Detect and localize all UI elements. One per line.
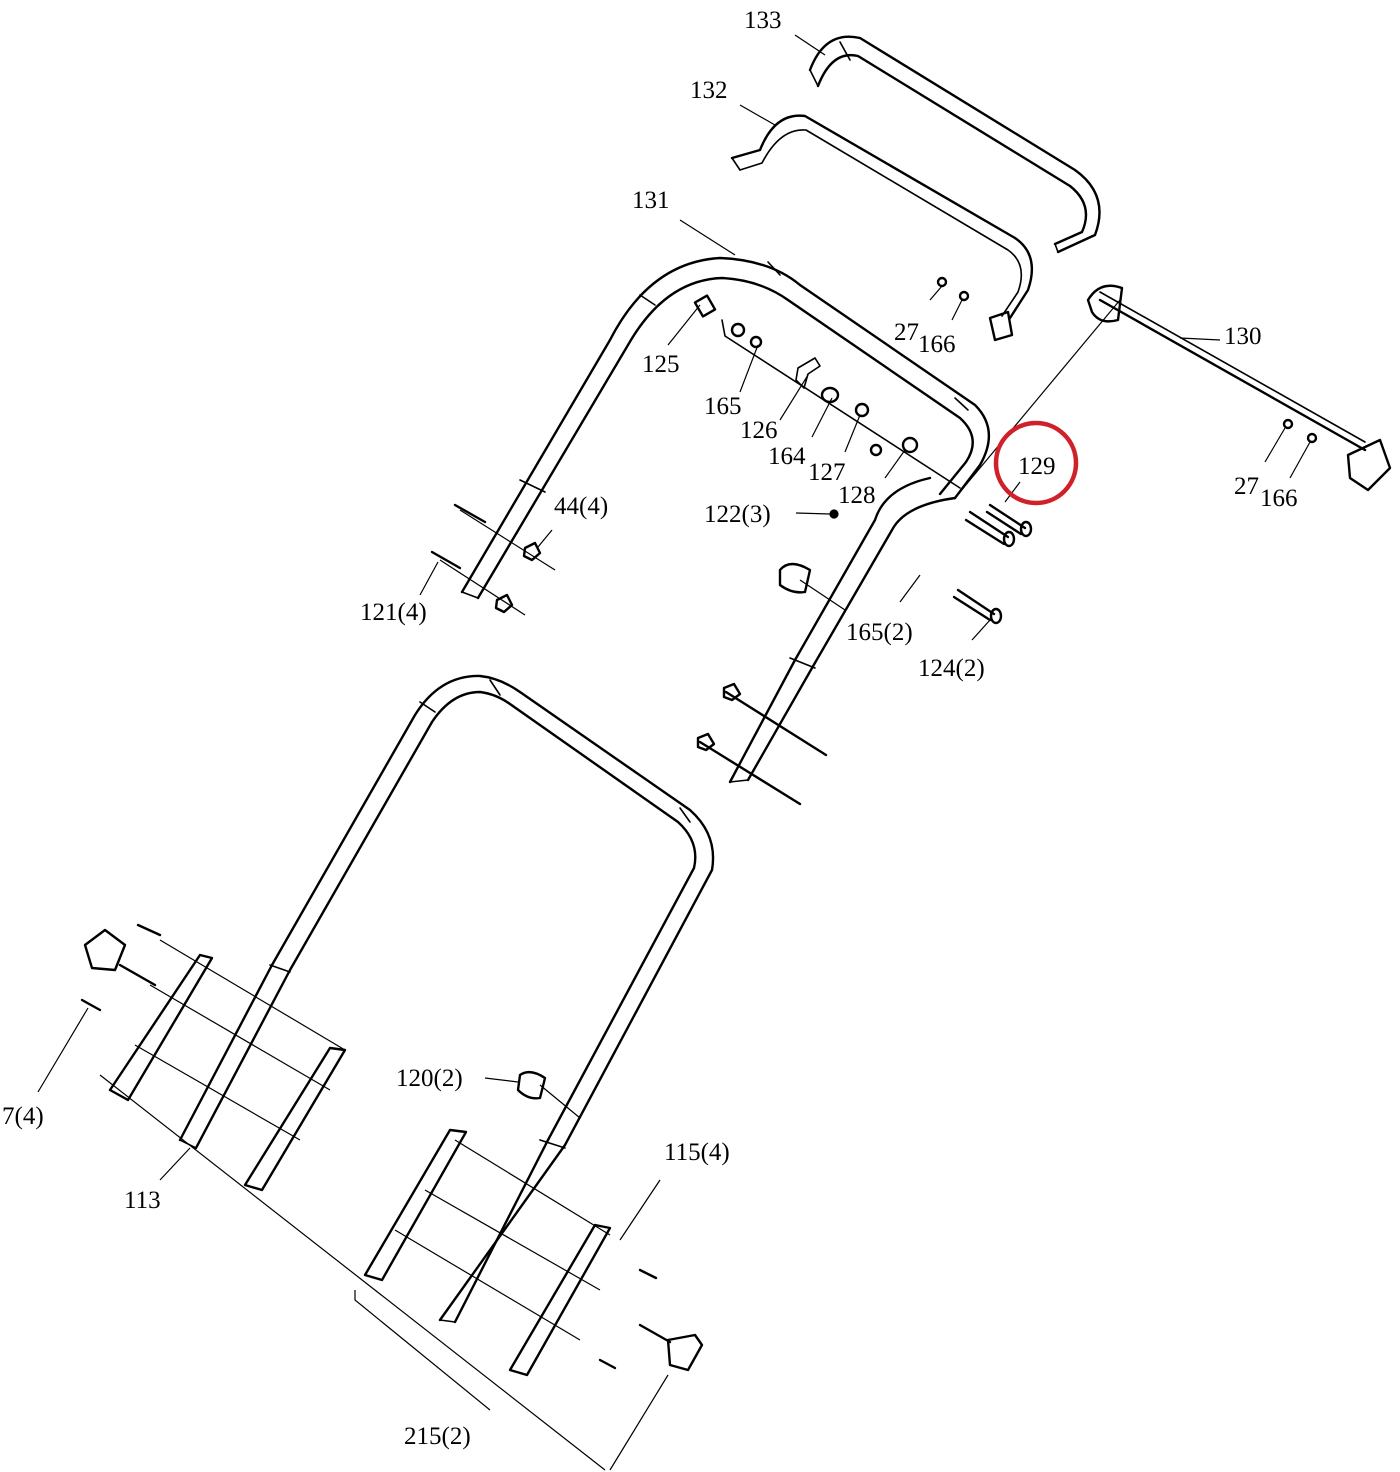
label-132: 132 [690, 77, 728, 104]
label-129: 129 [1018, 453, 1056, 480]
label-130: 130 [1224, 323, 1262, 350]
label-128: 128 [838, 482, 876, 509]
label-120: 120(2) [396, 1065, 463, 1092]
label-115: 115(4) [664, 1139, 730, 1166]
label-165: 165 [704, 393, 742, 420]
part-131-upper-handle [460, 256, 991, 784]
part-113-lower-handle [178, 674, 715, 1324]
adjust-knobs [80, 923, 704, 1372]
part-132-bail-bar [730, 114, 1033, 342]
upper-hardware [693, 294, 961, 519]
label-7: 7(4) [2, 1103, 44, 1130]
part-120-clips [516, 562, 812, 1100]
assembly-lines [99, 299, 1121, 1471]
part-124-bolts [952, 588, 1003, 625]
label-44: 44(4) [554, 493, 608, 520]
label-164: 164 [768, 443, 806, 470]
label-166-upper: 166 [918, 331, 956, 358]
highlight-circle-129 [993, 420, 1079, 506]
label-215: 215(2) [404, 1423, 471, 1450]
callout-leaders [37, 34, 1311, 1241]
label-127: 127 [808, 459, 846, 486]
part-133-grip [808, 35, 1101, 254]
label-122: 122(3) [704, 501, 771, 528]
left-hardware [430, 503, 828, 806]
label-125: 125 [642, 351, 680, 378]
label-121: 121(4) [360, 599, 427, 626]
label-126: 126 [740, 417, 778, 444]
label-133: 133 [744, 7, 782, 34]
label-124: 124(2) [918, 655, 985, 682]
label-27-upper: 27 [894, 319, 919, 346]
part-130-cable-rod [1086, 284, 1392, 492]
part-labels: 133 132 131 130 129 125 165 126 164 127 … [2, 7, 1298, 1450]
part-129-bolts [964, 503, 1033, 548]
label-166-right: 166 [1260, 485, 1298, 512]
label-165-2: 165(2) [846, 619, 913, 646]
label-27-right: 27 [1234, 473, 1259, 500]
label-113: 113 [124, 1187, 161, 1214]
label-131: 131 [632, 187, 670, 214]
nut-washer-sets [936, 276, 1318, 444]
